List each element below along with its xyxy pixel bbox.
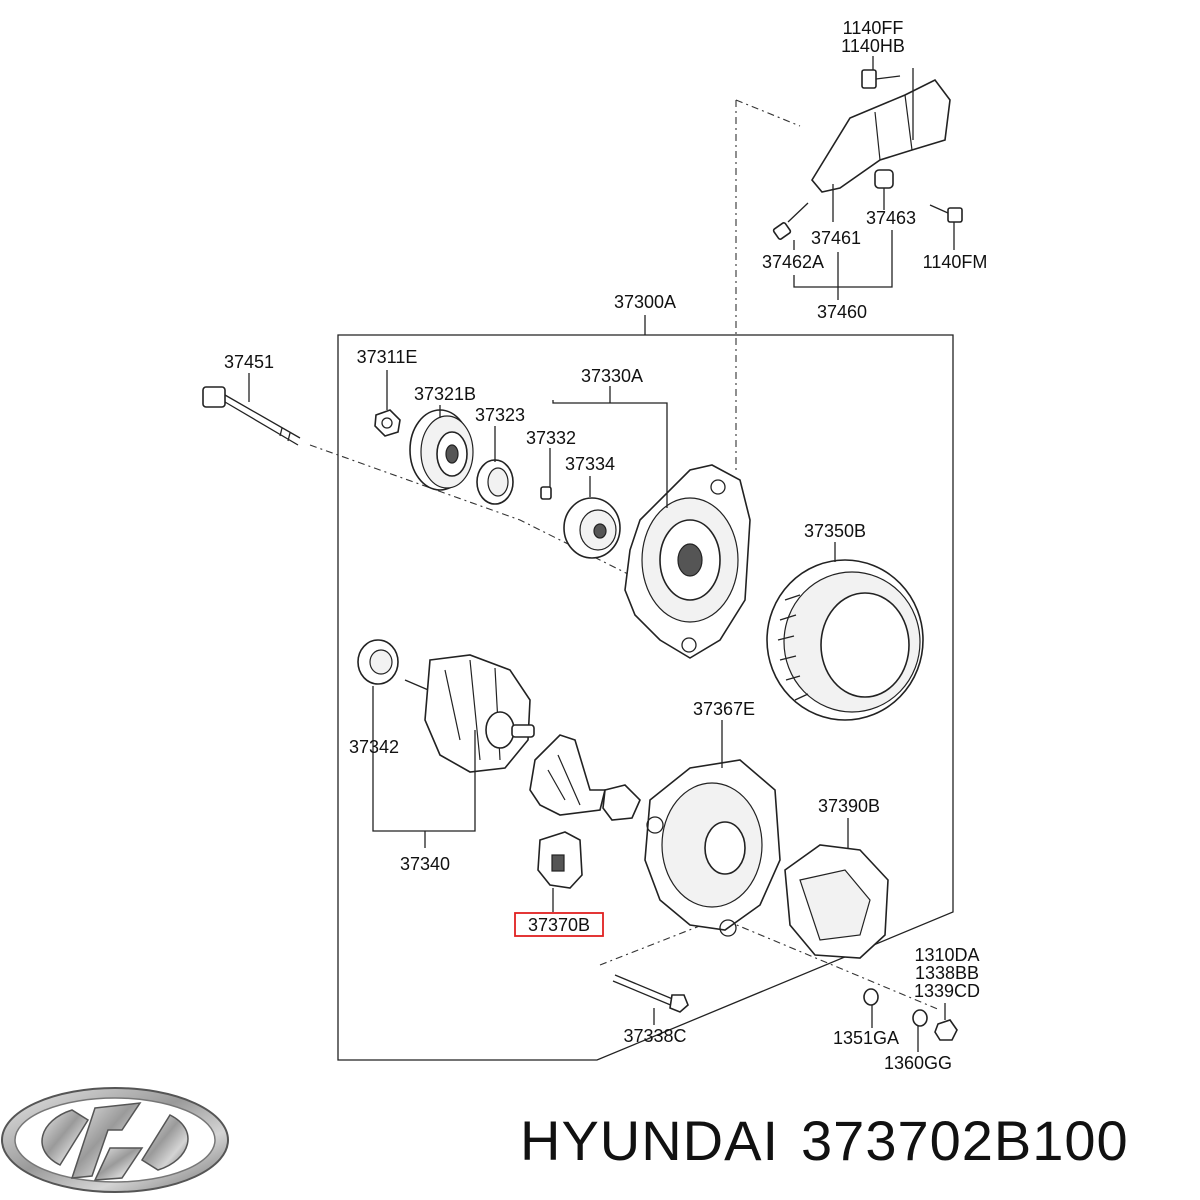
label-37462a: 37462A: [762, 252, 824, 272]
screw-37332: [540, 486, 552, 500]
nut-1310da: [934, 1019, 958, 1041]
rectifier-assembly: [529, 734, 607, 816]
label-1351ga: 1351GA: [833, 1028, 899, 1048]
label-37463: 37463: [866, 208, 916, 228]
part-number: 373702B100: [801, 1109, 1129, 1172]
label-37460: 37460: [817, 302, 867, 322]
rotor-bearing: [357, 639, 399, 685]
bearing-37334: [563, 497, 621, 559]
bolt-1140fm: [929, 204, 963, 223]
washer-1360gg: [912, 1009, 928, 1027]
assembly-frame: [337, 334, 954, 1061]
mounting-bracket: [811, 68, 951, 193]
label-37323: 37323: [475, 405, 525, 425]
label-1360gg: 1360GG: [884, 1053, 952, 1073]
label-37334: 37334: [565, 454, 615, 474]
bushing-37463: [874, 169, 894, 189]
label-37461: 37461: [811, 228, 861, 248]
label-37390b: 37390B: [818, 796, 880, 816]
pulley-37321b: [409, 409, 474, 491]
label-37332: 37332: [526, 428, 576, 448]
label-37321b: 37321B: [414, 384, 476, 404]
hyundai-logo-icon: [1, 1087, 229, 1193]
leader-lines: [248, 56, 955, 1052]
long-bolt-37451: [202, 386, 301, 446]
nut-37311e: [374, 409, 401, 437]
label-1338bb: 1338BB: [915, 963, 979, 983]
rear-cover-37390b: [784, 844, 889, 959]
label-1140fm: 1140FM: [923, 252, 988, 272]
front-housing-37330a: [624, 464, 751, 659]
stator-37350b: [766, 559, 924, 721]
bolt-37462a: [772, 202, 809, 240]
label-37342: 37342: [349, 737, 399, 757]
highlight-box-37370b: [514, 912, 604, 937]
label-1310da: 1310DA: [914, 945, 979, 965]
label-37451: 37451: [224, 352, 274, 372]
label-37330a: 37330A: [581, 366, 643, 386]
label-37367e: 37367E: [693, 699, 755, 719]
label-1140ff: 1140FF: [843, 18, 904, 38]
label-37370b: 37370B: [528, 915, 590, 935]
label-37340: 37340: [400, 854, 450, 874]
part-caption: HYUNDAI 373702B100: [520, 1108, 1151, 1173]
brush-holder-37370b: [537, 831, 583, 889]
bolt-37338c: [612, 974, 689, 1013]
label-37350b: 37350B: [804, 521, 866, 541]
label-37311e: 37311E: [357, 347, 418, 367]
label-37300a: 37300A: [614, 292, 676, 312]
label-37338c: 37338C: [623, 1026, 686, 1046]
brand-name: HYUNDAI: [520, 1109, 780, 1172]
spacer-37323: [476, 459, 514, 505]
regulator-clip: [602, 784, 641, 821]
rear-housing-37367e: [644, 759, 781, 937]
bolt-1140ff: [861, 69, 901, 89]
label-1339cd: 1339CD: [914, 981, 980, 1001]
washer-1351ga: [863, 988, 879, 1006]
label-1140hb: 1140HB: [841, 36, 905, 56]
rotor-37342: [404, 654, 535, 773]
centerline-bracket-upper: [735, 99, 801, 127]
centerline-long-bolt: [309, 444, 661, 591]
